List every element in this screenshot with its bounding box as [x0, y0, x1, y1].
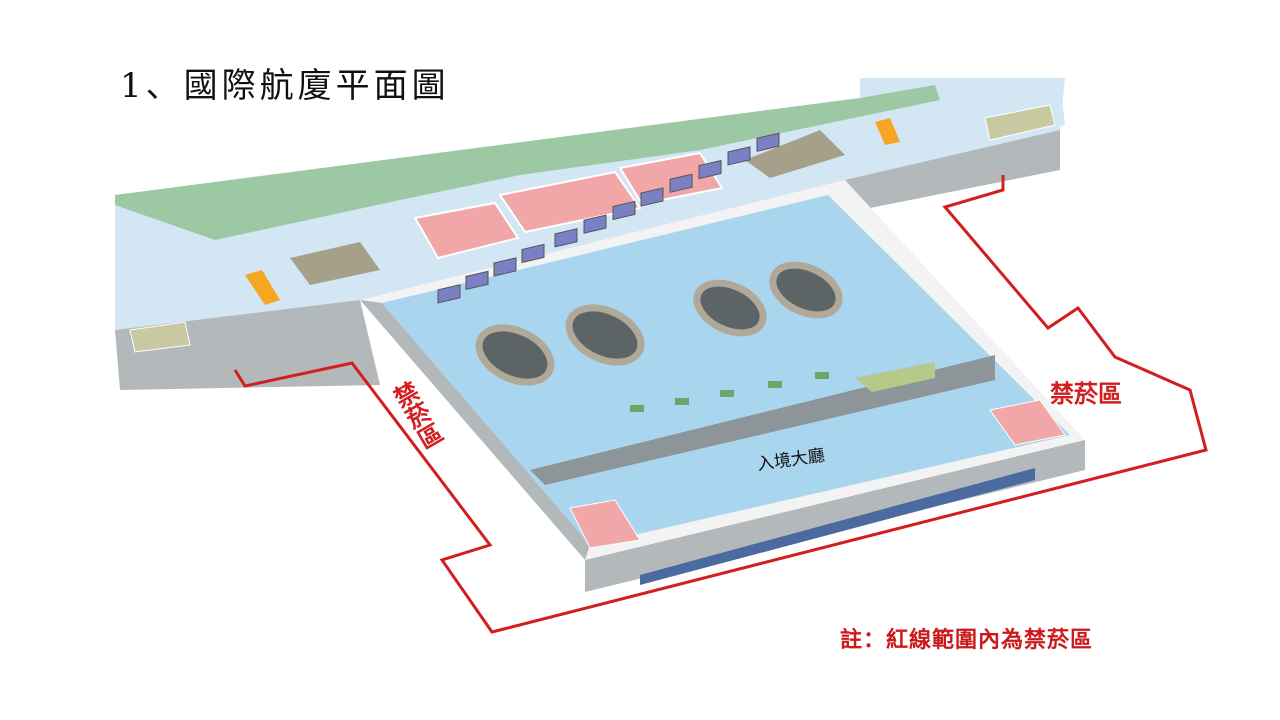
- baggage-carousels: [475, 261, 843, 386]
- counters: [245, 118, 900, 305]
- page-title: 1、國際航廈平面圖: [120, 66, 450, 106]
- arrival-hall: [360, 180, 1085, 592]
- no-smoking-label-left: 禁菸區: [386, 378, 446, 454]
- no-smoking-label-right: 禁菸區: [1050, 380, 1122, 408]
- footnote: 註：紅線範圍內為禁菸區: [840, 627, 1094, 653]
- kiosks: [437, 132, 780, 304]
- customs-desks: [630, 372, 829, 412]
- no-smoking-boundary: [233, 175, 1208, 634]
